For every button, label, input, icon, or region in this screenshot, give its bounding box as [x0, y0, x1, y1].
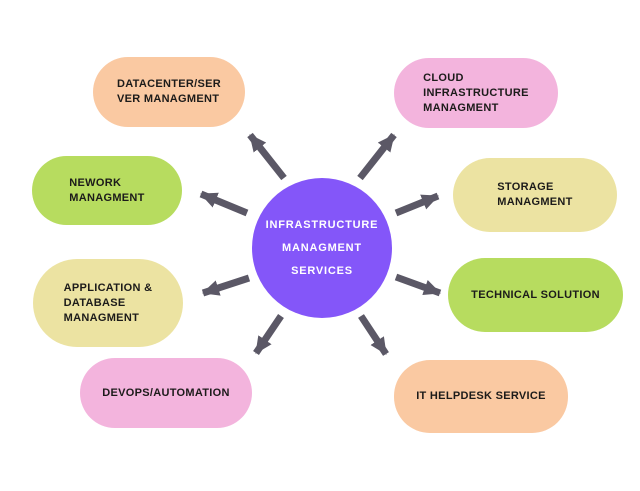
arrow-to-helpdesk-icon — [358, 314, 389, 356]
node-cloud-infrastructure-managment: CLOUD INFRASTRUCTURE MANAGMENT — [394, 58, 558, 128]
node-it-helpdesk-service: IT HELPDESK SERVICE — [394, 360, 568, 433]
arrow-to-technical-icon — [394, 273, 442, 297]
node-datacenter-label: DATACENTER/SER VER MANAGMENT — [116, 78, 222, 105]
node-technical-solution: TECHNICAL SOLUTION — [448, 258, 623, 332]
node-application-label: APPLICATION & DATABASE MANAGMENT — [63, 281, 153, 324]
center-circle-label: INFRASTRUCTURE MANAGMENT SERVICES — [265, 218, 379, 277]
center-circle-infrastructure-managment-services: INFRASTRUCTURE MANAGMENT SERVICES — [252, 178, 392, 318]
node-devops-label: DEVOPS/AUTOMATION — [102, 386, 230, 399]
node-nework-managment: NEWORK MANAGMENT — [32, 156, 182, 225]
node-helpdesk-label: IT HELPDESK SERVICE — [416, 390, 546, 402]
arrow-to-nework-icon — [199, 190, 249, 217]
node-storage-label: STORAGE MANAGMENT — [497, 181, 573, 208]
arrow-to-cloud-icon — [357, 132, 397, 181]
node-storage-managment: STORAGE MANAGMENT — [453, 158, 617, 232]
arrow-to-datacenter-icon — [247, 132, 287, 181]
node-cloud-label: CLOUD INFRASTRUCTURE MANAGMENT — [423, 71, 529, 114]
node-technical-label: TECHNICAL SOLUTION — [471, 288, 600, 301]
node-datacenter-server-managment: DATACENTER/SER VER MANAGMENT — [93, 57, 245, 127]
node-application-database-managment: APPLICATION & DATABASE MANAGMENT — [33, 259, 183, 347]
arrow-to-application-icon — [201, 274, 251, 297]
node-devops-automation: DEVOPS/AUTOMATION — [80, 358, 252, 428]
arrow-to-devops-icon — [253, 314, 284, 355]
arrow-to-storage-icon — [394, 192, 440, 217]
node-nework-label: NEWORK MANAGMENT — [69, 176, 145, 204]
